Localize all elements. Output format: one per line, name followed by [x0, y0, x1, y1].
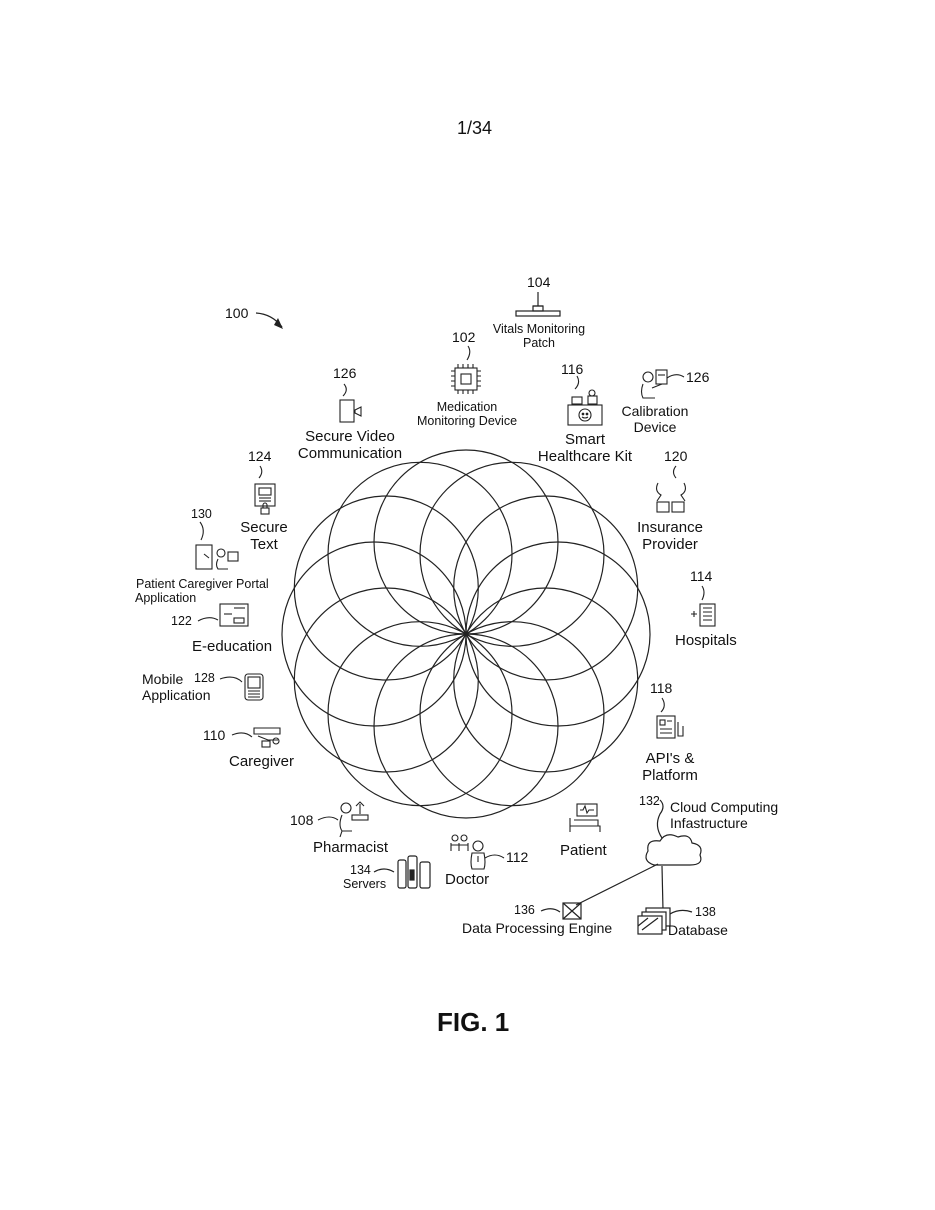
insurance-ref: 120: [664, 448, 688, 464]
api-ref: 118: [650, 680, 673, 696]
api-label: API's &Platform: [642, 750, 698, 785]
database-ref: 138: [695, 905, 716, 919]
secure-text-ref: 124: [248, 448, 272, 464]
figure-label: FIG. 1: [437, 1007, 510, 1037]
caregiver-label: Caregiver: [229, 753, 295, 770]
secure-text-icon: [254, 465, 276, 515]
rosette-circle: [453, 495, 639, 681]
system-ref: 100: [225, 305, 249, 321]
smart-kit-icon: [567, 375, 603, 426]
insurance-icon: [655, 465, 687, 513]
caregiver-ref: 110: [203, 727, 226, 743]
pharmacist-ref: 108: [290, 812, 314, 828]
database-label: Database: [668, 922, 728, 938]
patient-label: Patient: [560, 842, 607, 859]
patient-bed-icon: [569, 803, 601, 832]
smart-kit-ref: 116: [561, 361, 584, 377]
mobile-ref: 128: [194, 671, 215, 685]
servers-ref: 134: [350, 863, 371, 877]
doctor-ref: 112: [506, 849, 529, 865]
cloud-network: [575, 799, 702, 911]
vitals-patch-ref: 104: [527, 274, 551, 290]
portal-ref: 130: [191, 507, 212, 521]
doctor-icon: [450, 834, 505, 870]
data-engine-ref: 136: [514, 903, 535, 917]
pharmacist-label: Pharmacist: [313, 839, 389, 856]
medication-chip-icon: [451, 345, 481, 394]
calibration-device-icon: [640, 369, 685, 399]
vitals-patch-icon: [515, 292, 561, 317]
medication-ref: 102: [452, 329, 476, 345]
calibration-ref: 126: [686, 369, 710, 385]
central-rosette: [281, 449, 651, 819]
database-icon: [637, 907, 693, 935]
api-platform-icon: [656, 697, 684, 739]
rosette-circle: [419, 461, 605, 647]
mobile-phone-icon: [219, 673, 264, 701]
e-education-icon: [197, 603, 249, 627]
data-engine-label: Data Processing Engine: [462, 920, 613, 936]
doctor-label: Doctor: [445, 871, 490, 888]
portal-application-icon: [195, 521, 239, 570]
caregiver-icon: [231, 727, 281, 748]
secure-video-ref: 126: [333, 365, 357, 381]
e-education-label: E-education: [192, 638, 273, 655]
secure-video-icon: [339, 383, 362, 423]
system-ref-arrowhead: [274, 318, 283, 329]
servers-label: Servers: [343, 877, 387, 891]
pharmacist-icon: [317, 801, 369, 838]
server-rack-icon: [373, 855, 431, 889]
hospital-icon: [691, 585, 716, 627]
cloud-ref: 132: [639, 794, 660, 808]
e-education-ref: 122: [171, 614, 192, 628]
data-processing-engine-icon: [540, 902, 582, 920]
page-number: 1/34: [457, 118, 493, 138]
hospitals-ref: 114: [690, 568, 713, 584]
hospitals-label: Hospitals: [675, 632, 737, 649]
